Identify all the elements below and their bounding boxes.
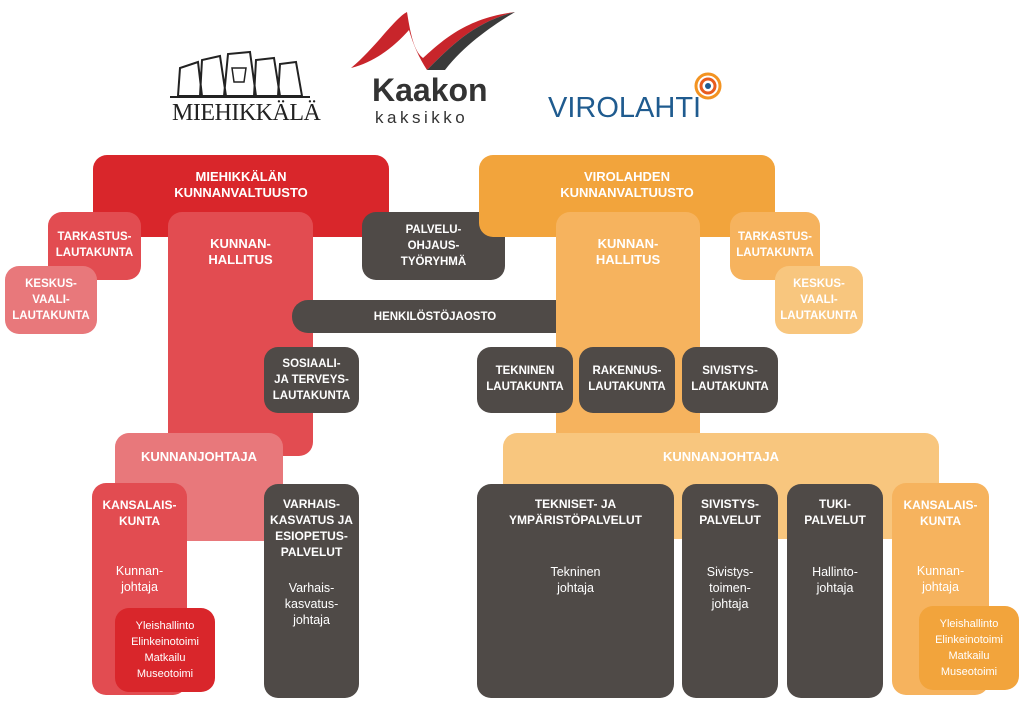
virolahti-tarkastus-label: TARKASTUS- LAUTAKUNTA [736,231,814,259]
miehikkala-kansalaiskunta-title: KANSALAIS- KUNTA [102,498,177,528]
virolahti-keskusvaali-label: KESKUS- VAALI- LAUTAKUNTA [780,278,858,322]
virolahti-tuki-title: TUKI- PALVELUT [804,497,866,527]
virolahti-logo: VIROLAHTI [548,70,728,125]
virolahti-hallitus-label: KUNNAN- HALLITUS [595,236,661,267]
kaakon-swoosh-icon [351,12,515,70]
henkilostojaosto: HENKILÖSTÖJAOSTO [292,300,578,333]
miehikkala-kansalaiskunta-items: Yleishallinto Elinkeinotoimi Matkailu Mu… [131,620,199,680]
miehikkala-kansalaiskunta-lead: Kunnan- johtaja [115,564,164,594]
kaakon-wordmark: Kaakon [372,72,488,108]
miehikkala-varhais-lead: Varhais- kasvatus- johtaja [284,581,339,627]
virolahti-tukipalvelut: TUKI- PALVELUT Hallinto- johtaja [787,484,883,698]
virolahti-wordmark: VIROLAHTI [548,92,702,124]
virolahti-tekniset-lead: Tekninen johtaja [550,565,601,595]
miehikkala-varhaiskasvatus: VARHAIS- KASVATUS JA ESIOPETUS- PALVELUT… [264,484,359,698]
virolahti-kunnanhallitus: KUNNAN- HALLITUS [556,212,700,456]
miehikkala-rock-emblem [170,50,310,98]
miehikkala-sosiaali-label: SOSIAALI- JA TERVEYS- LAUTAKUNTA [272,358,351,402]
virolahti-sivistys-lautakunta: SIVISTYS- LAUTAKUNTA [682,347,778,413]
virolahti-tuki-lead: Hallinto- johtaja [812,565,858,595]
virolahti-kansalaiskunta-lead: Kunnan- johtaja [916,564,965,594]
miehikkala-kansalaiskunta-tasks: Yleishallinto Elinkeinotoimi Matkailu Mu… [115,608,215,692]
miehikkala-wordmark: MIEHIKKÄLÄ [172,100,321,126]
virolahti-sivistyspalvelut: SIVISTYS- PALVELUT Sivistys- toimen- joh… [682,484,778,698]
miehikkala-tarkastus-label: TARKASTUS- LAUTAKUNTA [55,231,134,259]
miehikkala-keskusvaalilautakunta: KESKUS- VAALI- LAUTAKUNTA [5,266,97,334]
miehikkala-tarkastuslautakunta: TARKASTUS- LAUTAKUNTA [48,212,141,280]
virolahti-rakennus-lautakunta: RAKENNUS- LAUTAKUNTA [579,347,675,413]
virolahti-kunnanjohtaja-label: KUNNANJOHTAJA [662,449,780,464]
virolahti-sivistys-lead: Sivistys- toimen- johtaja [706,565,754,611]
miehikkala-kunnanjohtaja-label: KUNNANJOHTAJA [140,449,258,464]
virolahti-kansalaiskunta-title: KANSALAIS- KUNTA [903,498,978,528]
virolahti-tekninen-lk-label: TEKNINEN LAUTAKUNTA [486,365,564,393]
kaakon-kaksikko-logo: Kaakon kaksikko [345,8,525,128]
virolahti-tekninen-lautakunta: TEKNINEN LAUTAKUNTA [477,347,573,413]
miehikkala-varhais-title: VARHAIS- KASVATUS JA ESIOPETUS- PALVELUT [270,497,353,559]
miehikkala-hallitus-label: KUNNAN- HALLITUS [208,236,273,267]
virolahti-sivistys-lk-label: SIVISTYS- LAUTAKUNTA [691,365,769,393]
virolahti-sun-icon [694,72,722,100]
palveluohjaus-label: PALVELU- OHJAUS- TYÖRYHMÄ [400,224,467,268]
virolahti-tekniset-ymparistopalvelut: TEKNISET- JA YMPÄRISTÖPALVELUT Tekninen … [477,484,674,698]
miehikkala-valtuusto-label: MIEHIKKÄLÄN KUNNANVALTUUSTO [174,169,308,200]
miehikkala-kunnanhallitus: KUNNAN- HALLITUS [168,212,313,456]
miehikkala-keskusvaali-label: KESKUS- VAALI- LAUTAKUNTA [12,278,90,322]
miehikkala-logo: MIEHIKKÄLÄ [170,50,321,128]
miehikkala-sosiaali-terveyslautakunta: SOSIAALI- JA TERVEYS- LAUTAKUNTA [264,347,359,413]
virolahti-tekniset-title: TEKNISET- JA YMPÄRISTÖPALVELUT [509,497,642,527]
virolahti-sivistys-title: SIVISTYS- PALVELUT [699,497,761,527]
virolahti-keskusvaalilautakunta: KESKUS- VAALI- LAUTAKUNTA [775,266,863,334]
kaksikko-wordmark: kaksikko [375,108,469,127]
virolahti-rakennus-lk-label: RAKENNUS- LAUTAKUNTA [588,365,666,393]
virolahti-kansalaiskunta-tasks: Yleishallinto Elinkeinotoimi Matkailu Mu… [919,606,1019,690]
henkilosto-label: HENKILÖSTÖJAOSTO [373,311,497,323]
virolahti-kansalaiskunta-items: Yleishallinto Elinkeinotoimi Matkailu Mu… [935,618,1003,678]
virolahti-valtuusto-label: VIROLAHDEN KUNNANVALTUUSTO [560,169,694,200]
